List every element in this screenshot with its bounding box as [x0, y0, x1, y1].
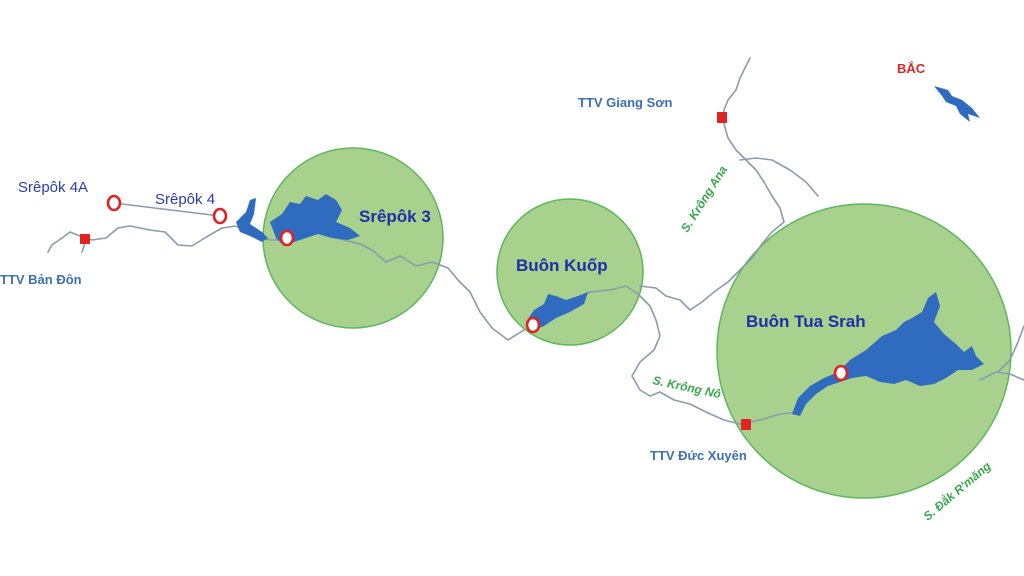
plant-marker-buon-tua-srah: [833, 364, 849, 382]
label-reservoir-buon-kuop: Buôn Kuốp: [516, 256, 608, 275]
north-label: BẮC: [897, 61, 926, 76]
plant-marker-buon-kuop: [525, 316, 541, 334]
zone-buon-kuop: [496, 198, 644, 346]
plant-marker-srepok4a: [106, 194, 122, 212]
river-dak-rmong: [979, 325, 1024, 381]
zone-buon-tua-srah: [716, 203, 1012, 499]
river-branch-east-top: [739, 157, 819, 197]
river-krong-ana: [639, 57, 785, 311]
label-reservoir-buon-tua-srah: Buôn Tua Srah: [746, 312, 866, 331]
link-srepok4a-srepok4: [113, 202, 221, 217]
north-arrow-icon: [934, 86, 980, 122]
label-srepok4a: Srêpôk 4A: [18, 179, 89, 196]
station-marker-duc-xuyen: [741, 419, 751, 430]
station-marker-ban-don: [80, 234, 90, 244]
label-station-ban-don: TTV Bản Đôn: [0, 272, 82, 287]
plant-marker-srepok4: [212, 207, 228, 225]
label-reservoir-srepok3: Srêpôk 3: [359, 207, 431, 226]
label-station-duc-xuyen: TTV Đức Xuyên: [650, 448, 747, 463]
label-srepok4: Srêpôk 4: [155, 191, 216, 208]
water-buon-kuop-reservoir: [526, 292, 588, 330]
plant-marker-srepok3: [279, 229, 295, 247]
station-marker-giang-son: [717, 112, 727, 123]
water-srepok4-pond: [236, 198, 268, 242]
label-station-giang-son: TTV Giang Sơn: [578, 95, 673, 110]
water-buon-tua-srah-reservoir: [792, 292, 984, 416]
